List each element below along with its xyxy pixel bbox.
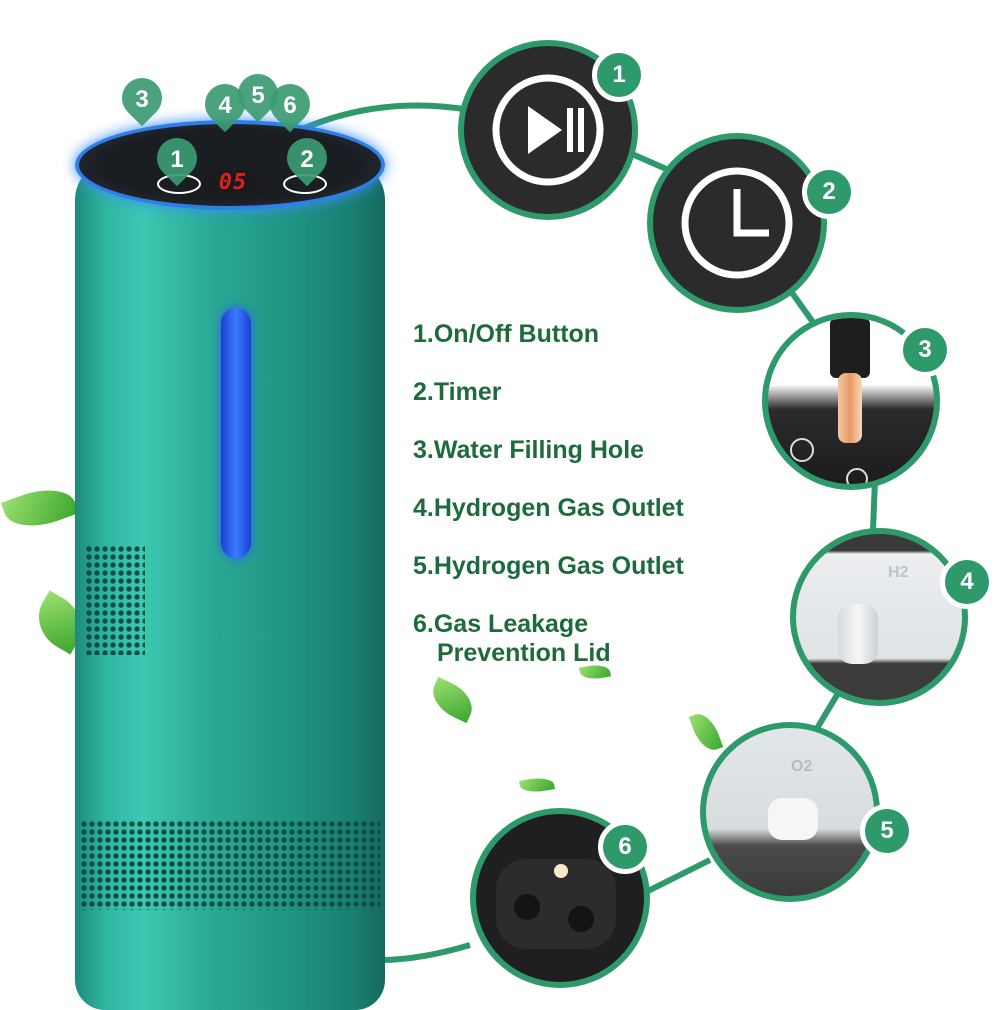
lid-hole bbox=[514, 894, 540, 920]
marker-pin-number: 4 bbox=[218, 92, 232, 119]
o2-label: O2 bbox=[791, 758, 813, 775]
feature-list: 1.On/Off Button 2.Timer 3.Water Filling … bbox=[413, 320, 684, 697]
feature-item: 6.Gas Leakage Prevention Lid bbox=[413, 610, 684, 668]
feature-item-label: 6.Gas Leakage bbox=[413, 610, 589, 638]
callout-badge-3: 3 bbox=[898, 323, 952, 377]
device-top-panel bbox=[75, 120, 385, 210]
marker-pin-number: 5 bbox=[251, 82, 265, 109]
marker-pin-number: 2 bbox=[300, 146, 314, 173]
vent-grille-bottom bbox=[80, 820, 380, 910]
feature-item: 5.Hydrogen Gas Outlet bbox=[413, 552, 684, 580]
callout-badge-5: 5 bbox=[860, 804, 914, 858]
feature-item: 3.Water Filling Hole bbox=[413, 436, 645, 464]
marker-pin-number: 6 bbox=[283, 92, 297, 119]
play-pause-icon bbox=[790, 438, 814, 462]
play-pause-icon bbox=[492, 74, 604, 186]
water-filling-photo bbox=[830, 318, 870, 378]
h2-label: H2 bbox=[888, 564, 909, 581]
callout-badge-2: 2 bbox=[802, 165, 856, 219]
marker-pin-number: 3 bbox=[135, 86, 149, 113]
o2-outlet-photo bbox=[768, 798, 818, 840]
callout-badge-6: 6 bbox=[598, 820, 652, 874]
h2-outlet-photo bbox=[838, 604, 878, 664]
water-stream bbox=[838, 373, 862, 443]
callout-badge-1: 1 bbox=[592, 48, 646, 102]
feature-item: 2.Timer bbox=[413, 378, 502, 406]
feature-item-continuation: Prevention Lid bbox=[437, 639, 611, 667]
clock-icon bbox=[681, 167, 793, 279]
timer-display: 05 bbox=[203, 170, 263, 196]
lid-hole bbox=[568, 906, 594, 932]
callout-badge-4: 4 bbox=[940, 555, 994, 609]
callout-timer bbox=[647, 133, 827, 313]
feature-item: 4.Hydrogen Gas Outlet bbox=[413, 494, 684, 522]
vent-grille-side bbox=[85, 545, 145, 655]
clock-icon bbox=[846, 468, 868, 484]
feature-item: 1.On/Off Button bbox=[413, 320, 600, 348]
hydrogen-generator-device: 05 bbox=[75, 120, 385, 1010]
callout-o2-outlet: O2 bbox=[700, 722, 880, 902]
marker-pin-number: 1 bbox=[170, 146, 184, 173]
lid-light bbox=[554, 864, 568, 878]
indicator-light-bar bbox=[221, 308, 251, 558]
callout-h2-outlet: H2 bbox=[790, 528, 968, 706]
